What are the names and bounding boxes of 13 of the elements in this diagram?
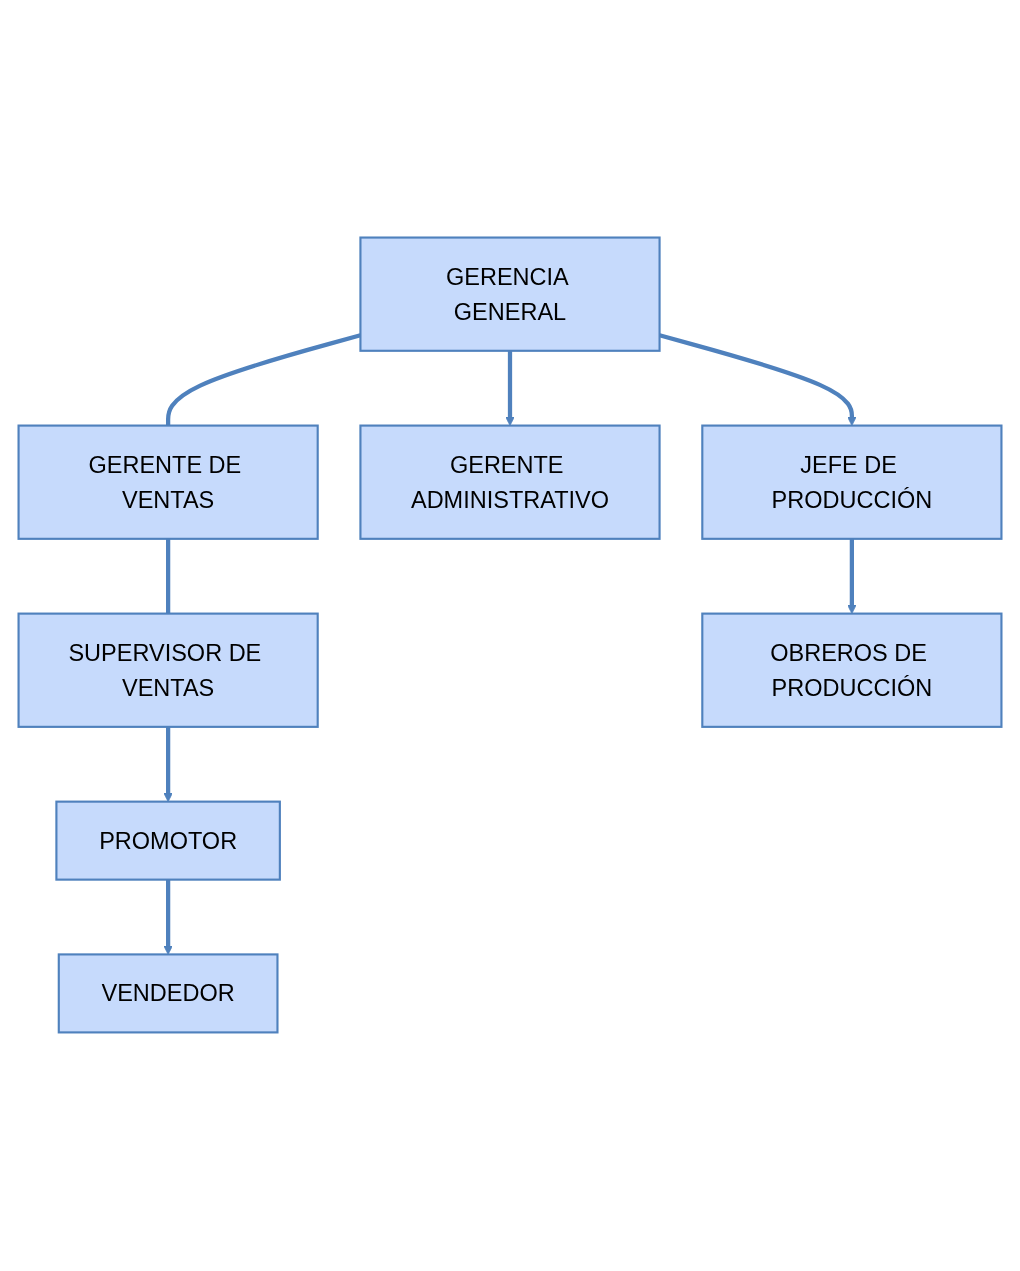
node-box: GERENTE DE VENTAS [17, 424, 319, 540]
arrow [505, 350, 515, 426]
connector [166, 333, 361, 426]
node-box: GERENTE ADMINISTRATIVO [359, 424, 661, 540]
connector [166, 538, 171, 614]
node-box: JEFE DE PRODUCCIÓN [701, 424, 1003, 540]
node-box: PROMOTOR [55, 800, 281, 881]
node-box: OBREROS DE PRODUCCIÓN [701, 612, 1003, 728]
node-box: SUPERVISOR DE VENTAS [17, 612, 319, 728]
arrow [659, 333, 857, 426]
node-box: VENDEDOR [57, 953, 279, 1034]
node-box: GERENCIA GENERAL [359, 236, 661, 352]
arrow [163, 879, 173, 955]
